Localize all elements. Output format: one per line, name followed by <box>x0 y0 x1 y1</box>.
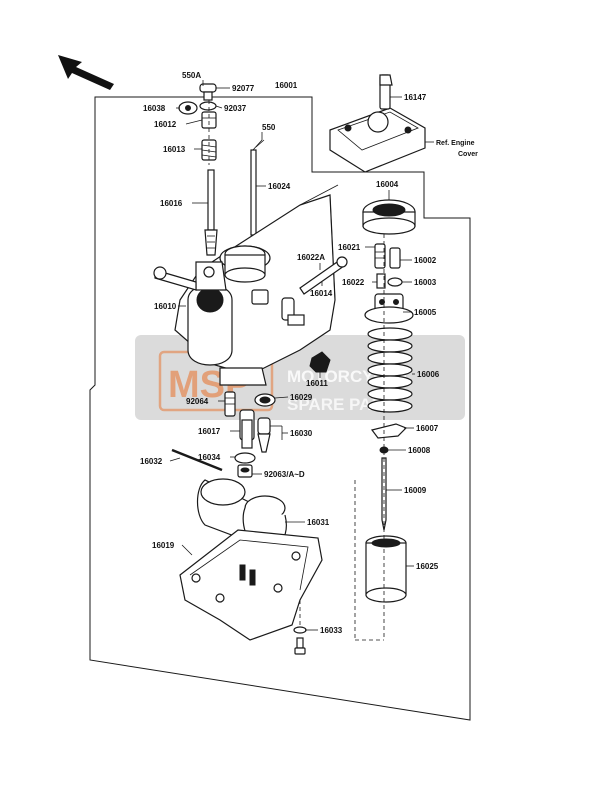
carburetor-body-part <box>153 194 336 386</box>
label-16016: 16016 <box>160 199 183 208</box>
label-16013: 16013 <box>163 145 186 154</box>
label-16032: 16032 <box>140 457 163 466</box>
label-16022: 16022 <box>342 278 365 287</box>
throttle-valve-part <box>365 535 407 603</box>
throttle-spring-part <box>367 327 413 413</box>
label-16010: 16010 <box>154 302 177 311</box>
label-16007: 16007 <box>416 424 439 433</box>
holder-part <box>364 293 414 324</box>
label-ref-cover: Cover <box>458 151 478 158</box>
idle-screw-part <box>204 169 218 256</box>
front-arrow-icon <box>58 55 114 90</box>
throttle-rod-part <box>250 139 265 236</box>
label-16011: 16011 <box>306 379 328 388</box>
oring-hole <box>259 396 271 404</box>
label-16025: 16025 <box>416 562 439 571</box>
choke-lever-part <box>379 74 393 110</box>
label-550a: 550A <box>182 71 201 80</box>
label-16004: 16004 <box>376 180 399 189</box>
screw-16002 <box>389 247 401 269</box>
plate-part <box>178 101 198 115</box>
adjust-screw-part <box>299 256 348 295</box>
label-16147: 16147 <box>404 93 427 102</box>
needle-jet-part <box>239 409 255 449</box>
label-92077: 92077 <box>232 84 255 93</box>
screw-part <box>199 83 217 101</box>
label-16009: 16009 <box>404 486 427 495</box>
label-16021: 16021 <box>338 243 361 252</box>
top-cap-part <box>362 199 416 235</box>
label-16038: 16038 <box>143 104 166 113</box>
label-16012: 16012 <box>154 120 177 129</box>
label-16022a: 16022A <box>297 253 325 262</box>
assembly-border <box>89 96 471 721</box>
label-16031: 16031 <box>307 518 330 527</box>
main-jet-part <box>257 417 271 453</box>
label-16002: 16002 <box>414 256 437 265</box>
label-16014: 16014 <box>310 289 333 298</box>
label-92037: 92037 <box>224 104 247 113</box>
nut-16003 <box>387 277 403 287</box>
washer-part <box>199 101 217 111</box>
plate-16007 <box>370 423 408 439</box>
jet-part-92064 <box>224 391 236 417</box>
label-16019: 16019 <box>152 541 175 550</box>
label-16017: 16017 <box>198 427 221 436</box>
label-16033: 16033 <box>320 626 343 635</box>
label-16005: 16005 <box>414 308 437 317</box>
label-16029: 16029 <box>290 393 313 402</box>
label-550: 550 <box>262 123 276 132</box>
label-16008: 16008 <box>408 446 431 455</box>
screw-16022 <box>376 273 386 289</box>
cap-part <box>309 351 331 373</box>
float-pin-part <box>171 448 223 472</box>
label-92064: 92064 <box>186 397 209 406</box>
label-16001: 16001 <box>275 81 298 90</box>
washer-16034 <box>234 452 256 464</box>
engine-cover-part <box>329 107 426 173</box>
leader-line <box>299 184 339 206</box>
label-92063: 92063/A~D <box>264 470 305 479</box>
label-ref-engine: Ref. Engine <box>436 140 475 147</box>
label-16003: 16003 <box>414 278 437 287</box>
jet-92063-part <box>237 464 253 478</box>
drain-screw-part <box>293 626 307 655</box>
leader-lines <box>169 80 434 631</box>
label-16034: 16034 <box>198 453 221 462</box>
label-16030: 16030 <box>290 429 313 438</box>
label-16006: 16006 <box>417 370 440 379</box>
float-bowl-part <box>179 529 323 641</box>
label-16024: 16024 <box>268 182 291 191</box>
screw-16021 <box>374 243 386 269</box>
